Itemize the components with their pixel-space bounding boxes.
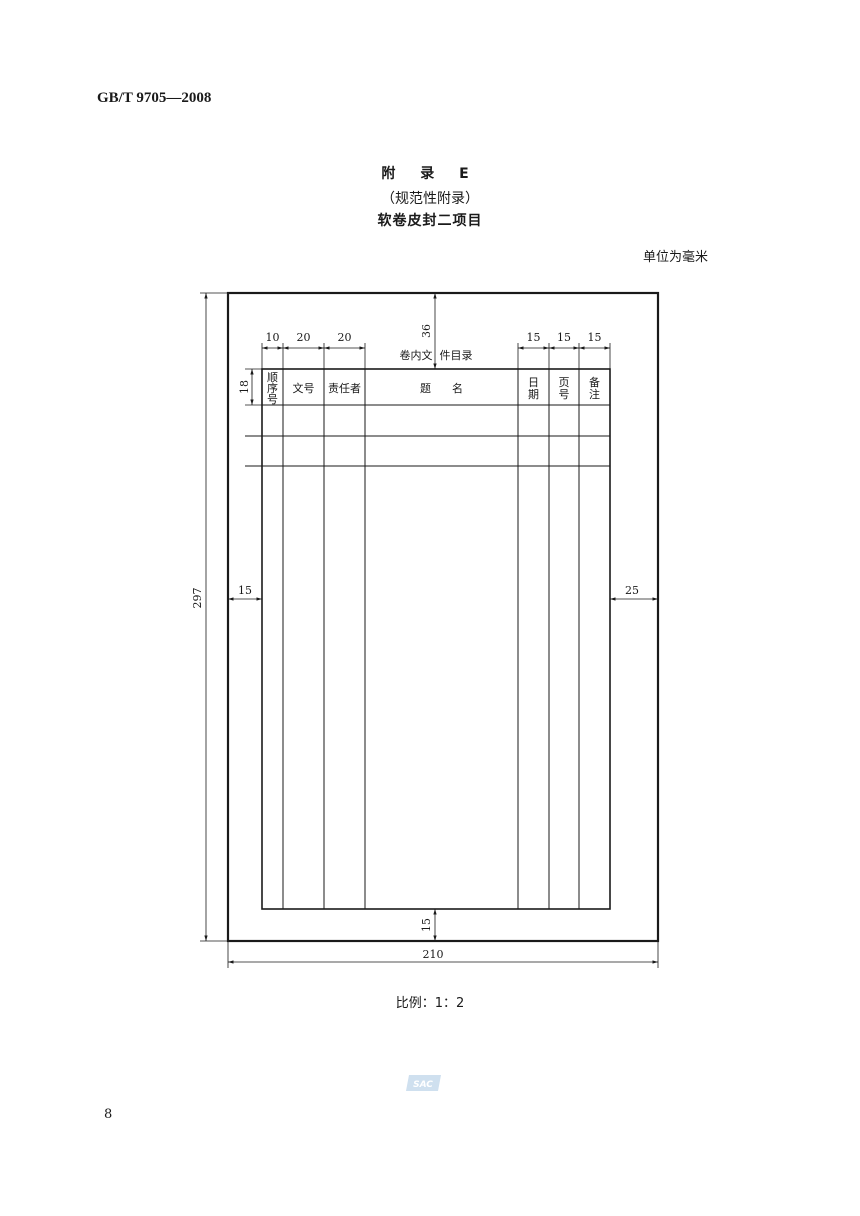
unit-note: 单位为毫米 xyxy=(642,250,708,265)
dim-bottom-text: 15 xyxy=(420,918,433,932)
dim-header-row-text: 18 xyxy=(238,380,251,394)
dim-col-1: 10 xyxy=(266,331,280,344)
row-lines xyxy=(245,404,610,467)
column-lines xyxy=(282,369,580,909)
dim-top-text: 36 xyxy=(420,324,433,338)
sac-logo-icon: SAC xyxy=(406,1075,441,1091)
appendix-subtitle: （规范性附录） xyxy=(381,191,479,207)
dim-right-text: 25 xyxy=(625,584,639,597)
col-label-page-2: 号 xyxy=(559,388,570,401)
dim-col-3: 20 xyxy=(338,331,352,344)
col-label-note-2: 注 xyxy=(589,387,600,401)
col-label-seq-1: 顺 xyxy=(267,371,278,384)
svg-text:SAC: SAC xyxy=(413,1080,433,1090)
column-width-dimensions xyxy=(261,343,611,369)
dim-col-5: 15 xyxy=(527,331,541,344)
col-label-date-2: 期 xyxy=(528,388,539,401)
col-label-title: 题 名 xyxy=(420,381,463,395)
dim-col-6: 15 xyxy=(557,331,571,344)
dim-header-row xyxy=(245,368,262,406)
page-number: 8 xyxy=(104,1107,113,1122)
appendix-name: 软卷皮封二项目 xyxy=(377,213,483,229)
dim-left-text: 15 xyxy=(238,584,252,597)
col-label-responsible: 责任者 xyxy=(328,382,361,395)
col-label-seq-2: 序 xyxy=(267,381,278,395)
scale-note: 比例：1：2 xyxy=(395,996,465,1011)
table-title: 卷内文 件目录 xyxy=(400,348,473,362)
outer-frame xyxy=(226,291,660,943)
standard-code: GB/T 9705—2008 xyxy=(97,90,212,106)
dim-height-text: 297 xyxy=(191,588,204,609)
dim-col-2: 20 xyxy=(297,331,311,344)
inner-frame xyxy=(261,368,611,910)
col-label-docno: 文号 xyxy=(293,381,315,395)
dim-col-7: 15 xyxy=(588,331,602,344)
col-label-note-1: 备 xyxy=(589,375,600,389)
appendix-title: 附 录 E xyxy=(381,166,479,182)
dim-height xyxy=(200,292,228,942)
dim-width xyxy=(227,941,659,968)
col-label-page-1: 页 xyxy=(559,376,570,389)
col-label-date-1: 日 xyxy=(528,376,539,389)
col-label-seq-3: 号 xyxy=(267,393,278,406)
dim-width-text: 210 xyxy=(423,948,444,961)
